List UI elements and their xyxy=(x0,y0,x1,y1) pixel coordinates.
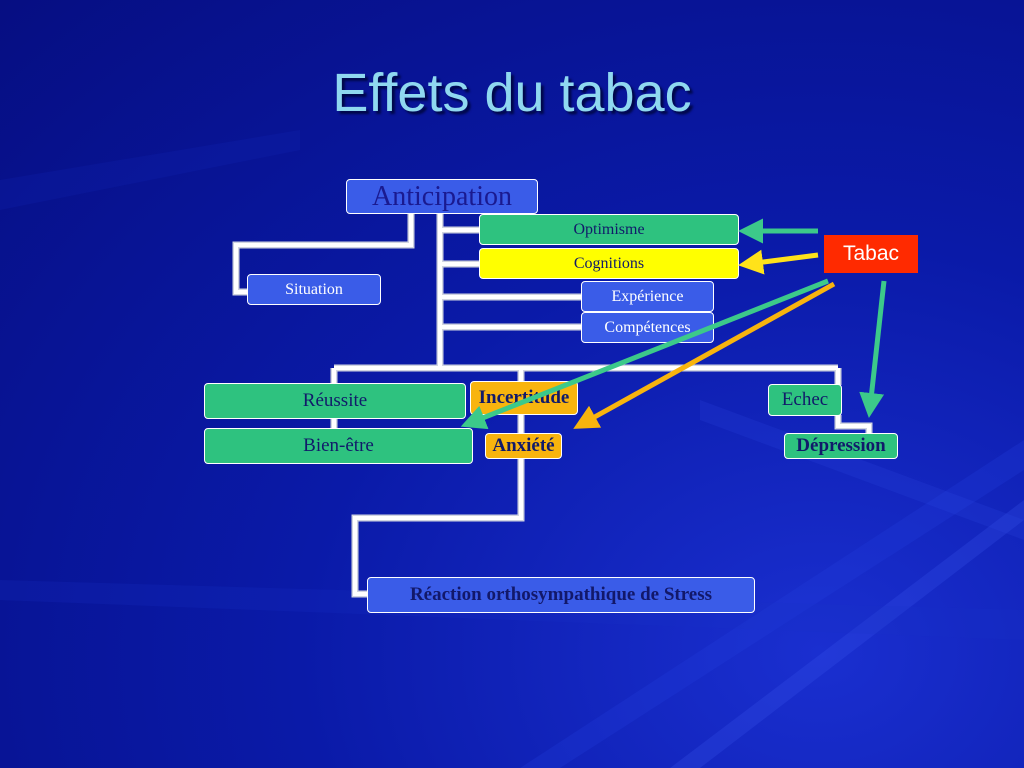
node-echec: Echec xyxy=(768,384,842,416)
node-bien-etre: Bien-être xyxy=(204,428,473,464)
arrow-tabac-depression xyxy=(859,280,887,418)
node-depression: Dépression xyxy=(784,433,898,459)
node-competences: Compétences xyxy=(581,312,714,343)
node-anxiete: Anxiété xyxy=(485,433,562,459)
arrow-tabac-bien-etre xyxy=(460,278,829,430)
node-experience: Expérience xyxy=(581,281,714,312)
node-situation: Situation xyxy=(247,274,381,305)
node-tabac: Tabac xyxy=(824,235,918,273)
node-reussite: Réussite xyxy=(204,383,466,419)
arrow-tabac-cognitions xyxy=(738,249,819,275)
slide-title: Effets du tabac xyxy=(332,63,692,123)
node-anticipation: Anticipation xyxy=(346,179,538,214)
node-reaction-stress: Réaction orthosympathique de Stress xyxy=(367,577,755,613)
node-cognitions: Cognitions xyxy=(479,248,739,279)
arrow-tabac-anxiete xyxy=(573,281,836,429)
